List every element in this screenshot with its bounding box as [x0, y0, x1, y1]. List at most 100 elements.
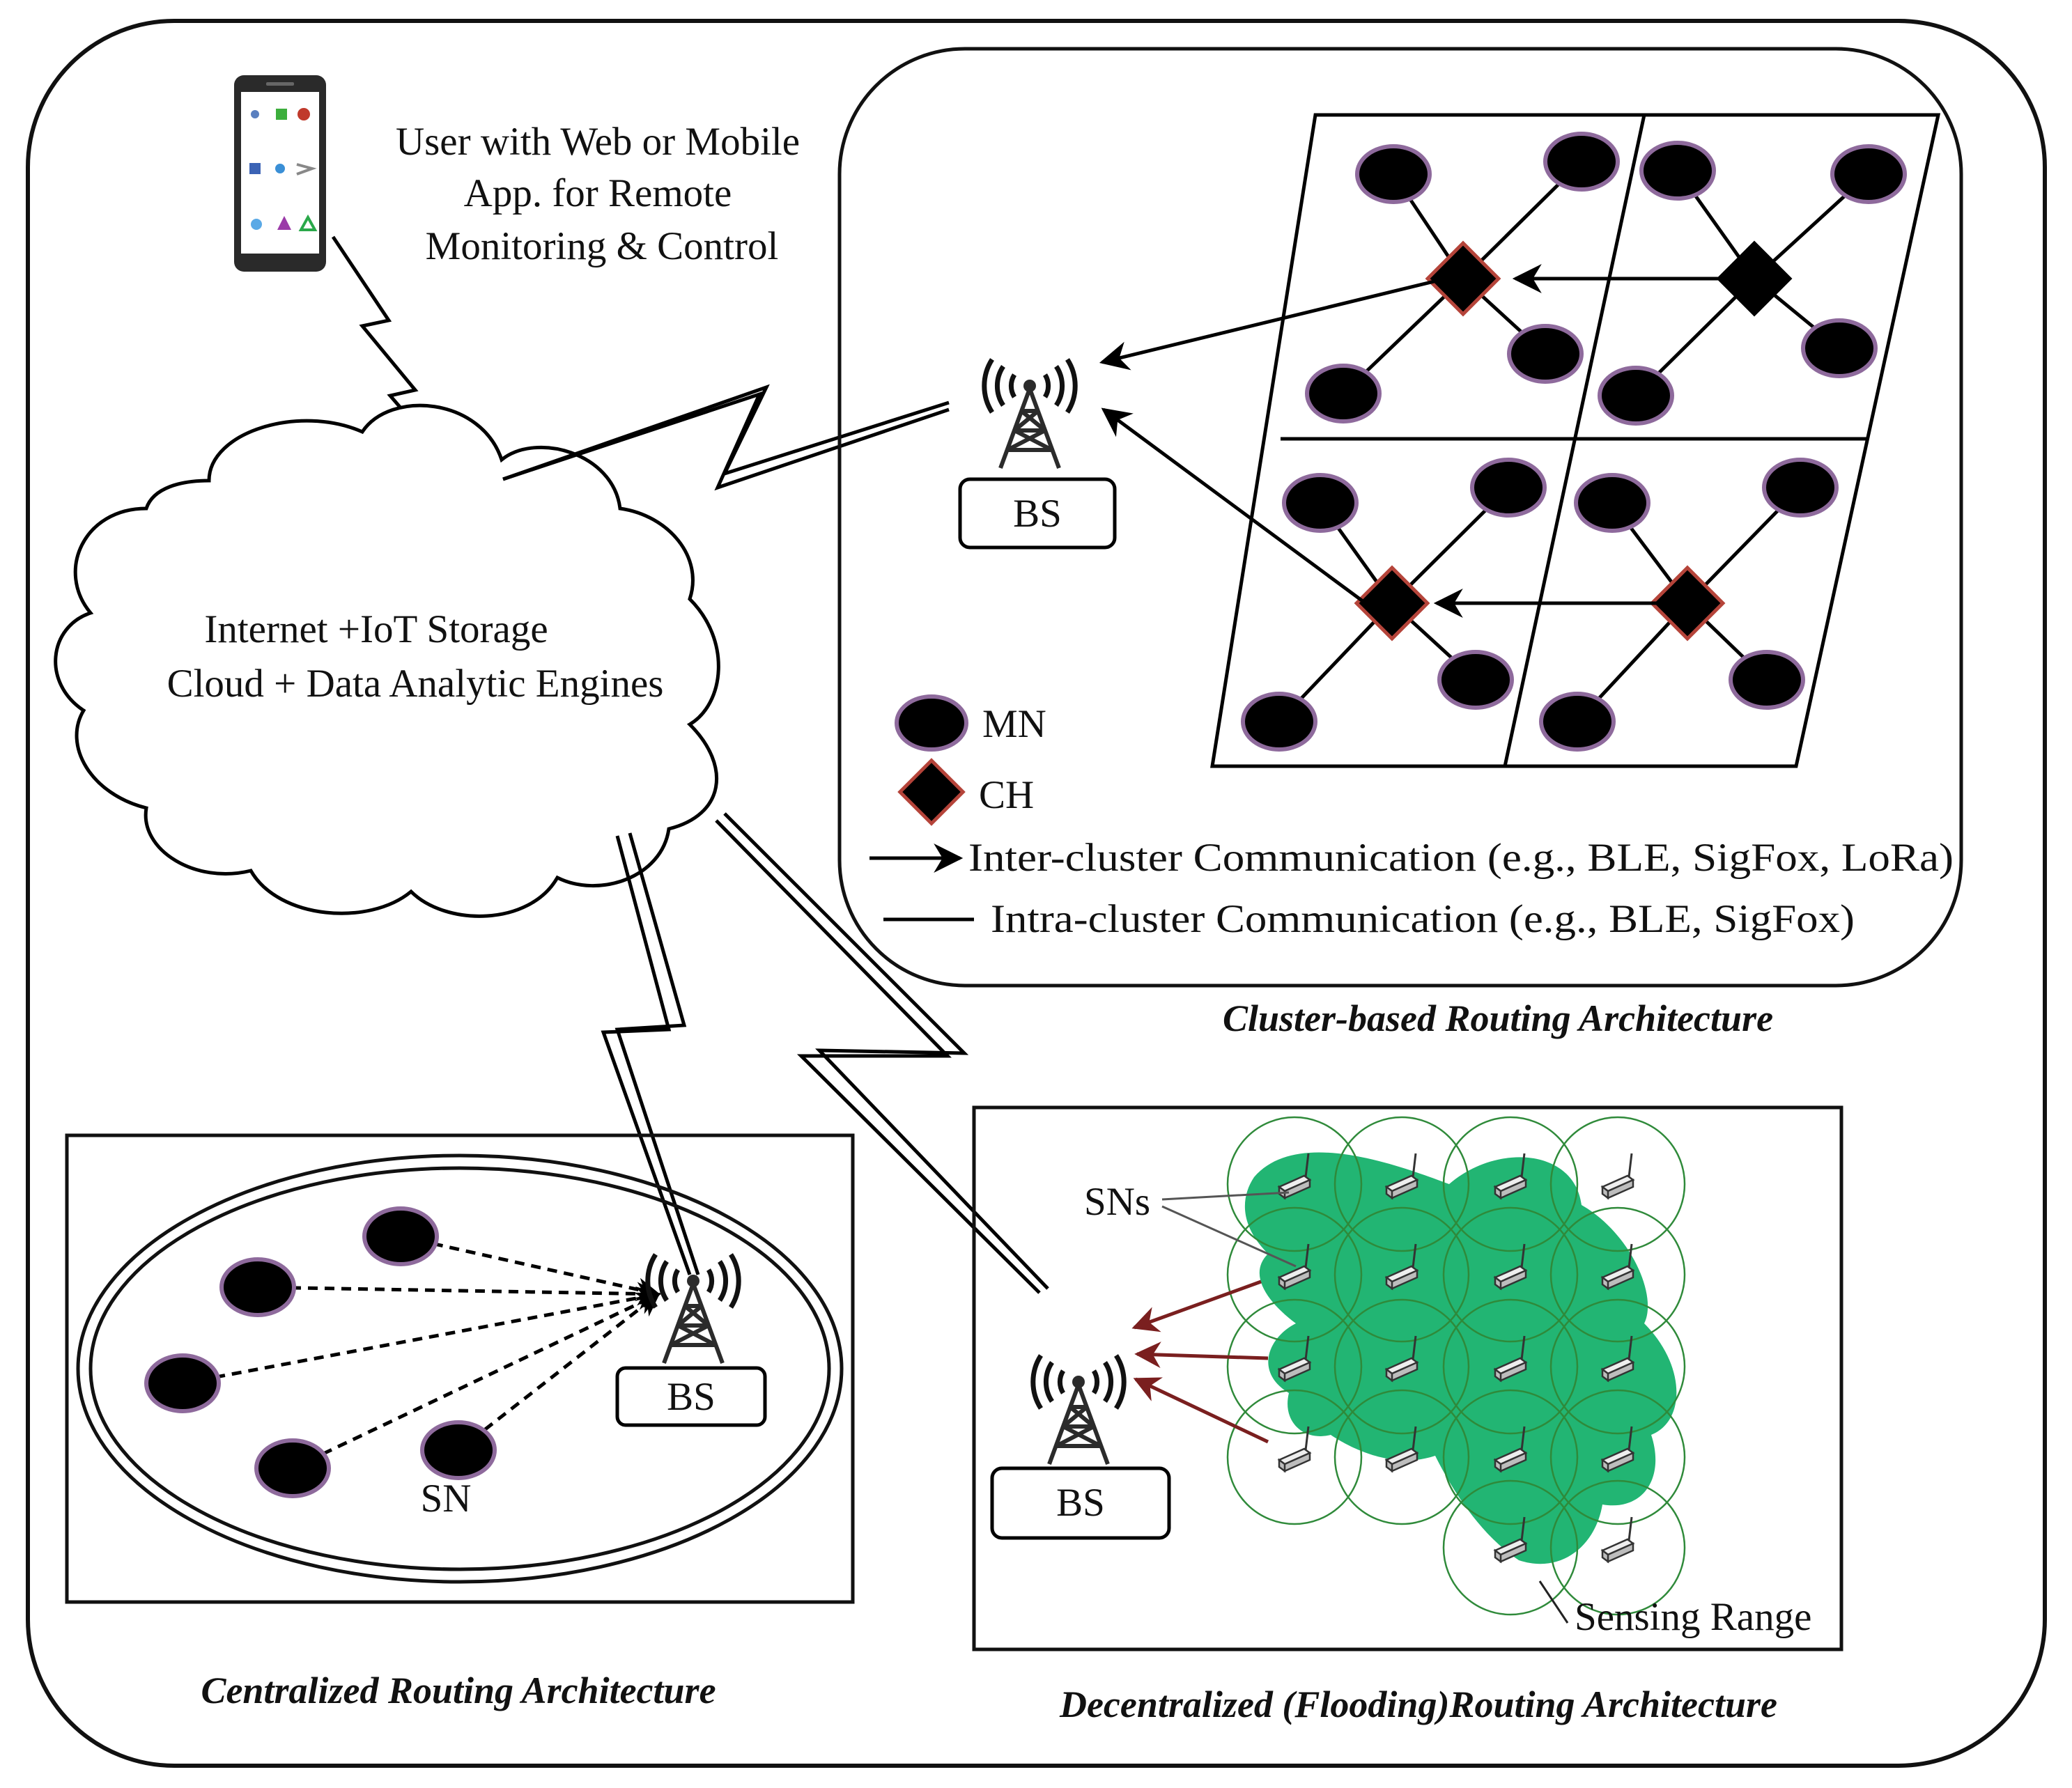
sn-to-bs-link	[291, 1292, 661, 1470]
sn-to-bs-link	[257, 1282, 661, 1306]
legend-mn-label: MN	[982, 702, 1046, 746]
sensing-range-circle	[1333, 1116, 1470, 1252]
sensor-device-icon	[1600, 1243, 1635, 1291]
sensor-device-icon	[1600, 1335, 1635, 1383]
sensing-range-circle	[1442, 1479, 1579, 1616]
member-node	[1282, 473, 1359, 533]
wireless-link-cloud-decentralized	[715, 819, 1041, 1294]
sensor-device-icon	[1493, 1426, 1528, 1473]
sn-to-bs-link	[182, 1286, 661, 1385]
decentralized-sensing-label: Sensing Range	[1575, 1595, 1811, 1639]
member-node	[1305, 364, 1382, 423]
sensor-node	[144, 1353, 221, 1413]
member-node	[1762, 458, 1839, 518]
wireless-link-cloud-cluster	[502, 384, 950, 481]
member-node	[1241, 692, 1317, 752]
sensor-device-icon	[1277, 1426, 1312, 1473]
sensor-device-icon	[1493, 1153, 1528, 1200]
member-node	[1574, 473, 1650, 533]
member-node	[1830, 144, 1907, 204]
sensor-device-icon	[1493, 1335, 1528, 1383]
legend-mn-icon	[895, 694, 968, 752]
sensor-node	[362, 1206, 439, 1266]
cluster-head-node	[1649, 565, 1726, 642]
sensing-range-circle	[1226, 1298, 1363, 1435]
member-node	[1355, 144, 1432, 204]
cloud-label: Internet +IoT Storage Cloud + Data Analy…	[167, 607, 664, 706]
wireless-link-phone-cloud	[331, 235, 435, 447]
cluster-bs-label: BS	[1013, 492, 1062, 536]
wireless-link-cloud-centralized	[601, 835, 692, 1275]
decentralized-bs-box	[990, 1466, 1171, 1540]
sensor-device-icon	[1384, 1426, 1419, 1473]
member-node	[1539, 692, 1616, 752]
centralized-sn-label: SN	[421, 1477, 472, 1521]
user-label-line-3: Monitoring & Control	[426, 224, 779, 268]
sensor-device-icon	[1277, 1243, 1312, 1291]
cloud-icon	[54, 403, 720, 918]
user-app-label: User with Web or Mobile App. for Remote …	[396, 120, 800, 268]
legend-inter-label: Inter-cluster Communication (e.g., BLE, …	[968, 836, 1954, 880]
sensor-node	[254, 1438, 331, 1498]
outer-frame	[26, 19, 2047, 1768]
sensing-range-circle	[1549, 1116, 1686, 1252]
flood-arrow-2	[1134, 1342, 1269, 1369]
sn-to-bs-link	[457, 1292, 660, 1452]
sensing-range-circle	[1226, 1389, 1363, 1525]
sensor-device-icon	[1384, 1335, 1419, 1383]
member-node	[1598, 366, 1674, 426]
flood-arrow-1	[1131, 1280, 1262, 1332]
sensor-device-icon	[1493, 1516, 1528, 1564]
cloud-label-line-2: Cloud + Data Analytic Engines	[167, 662, 664, 706]
member-node	[1729, 650, 1805, 710]
decentralized-bs-tower-icon	[1033, 1355, 1124, 1464]
decentralized-panel	[972, 1105, 1843, 1651]
cluster-grid	[1210, 113, 1941, 768]
member-node	[1543, 132, 1620, 192]
member-node	[1437, 650, 1514, 710]
centralized-bs-tower-icon	[648, 1254, 739, 1363]
sensing-range-pointer	[1538, 1580, 1569, 1624]
sensing-range-circle	[1442, 1389, 1579, 1525]
decentralized-bs-label: BS	[1056, 1481, 1105, 1525]
sensor-device-icon	[1493, 1243, 1528, 1291]
sensing-range-circle	[1333, 1206, 1470, 1343]
sensor-node	[219, 1257, 296, 1317]
centralized-panel	[65, 1133, 855, 1604]
cluster-legend: MN CH Inter-cluster Communication (e.g.,…	[869, 694, 1954, 941]
sensing-range-circle	[1442, 1298, 1579, 1435]
cluster-title: Cluster-based Routing Architecture	[1223, 997, 1773, 1039]
cluster-bs-tower-icon	[984, 359, 1075, 468]
legend-ch-icon	[897, 758, 966, 826]
sensor-device-icon	[1384, 1153, 1419, 1200]
sensing-range-circle	[1549, 1479, 1686, 1616]
sensor-node	[420, 1420, 497, 1480]
decentralized-sns-label: SNs	[1084, 1180, 1150, 1224]
member-node	[1507, 324, 1584, 384]
sns-pointer-1	[1161, 1191, 1290, 1201]
user-label-line-2: App. for Remote	[464, 171, 732, 215]
member-node	[1470, 458, 1547, 518]
inter-cluster-arrow-2	[1099, 277, 1446, 371]
sensing-range-circle	[1226, 1206, 1363, 1343]
centralized-boundary-outer	[76, 1153, 844, 1584]
sensor-device-icon	[1600, 1426, 1635, 1473]
cluster-panel	[837, 47, 1963, 988]
sensing-range-circle	[1442, 1206, 1579, 1343]
cluster-nodes	[1241, 132, 1907, 752]
member-node	[1801, 318, 1878, 378]
legend-ch-label: CH	[979, 773, 1034, 817]
sns-pointer-2	[1161, 1205, 1297, 1268]
sensing-range-circle	[1442, 1116, 1579, 1252]
sensing-range-circle	[1226, 1116, 1363, 1252]
member-node	[1639, 141, 1716, 201]
sensing-range-circle	[1549, 1206, 1686, 1343]
centralized-bs-box	[615, 1366, 767, 1427]
sensing-range-circle	[1333, 1389, 1470, 1525]
centralized-sensor-nodes	[144, 1206, 661, 1498]
sensor-device-icon	[1277, 1335, 1312, 1383]
cluster-bs-box	[958, 477, 1117, 550]
cluster-head-node	[1425, 240, 1501, 317]
sensing-range-circle	[1549, 1298, 1686, 1435]
